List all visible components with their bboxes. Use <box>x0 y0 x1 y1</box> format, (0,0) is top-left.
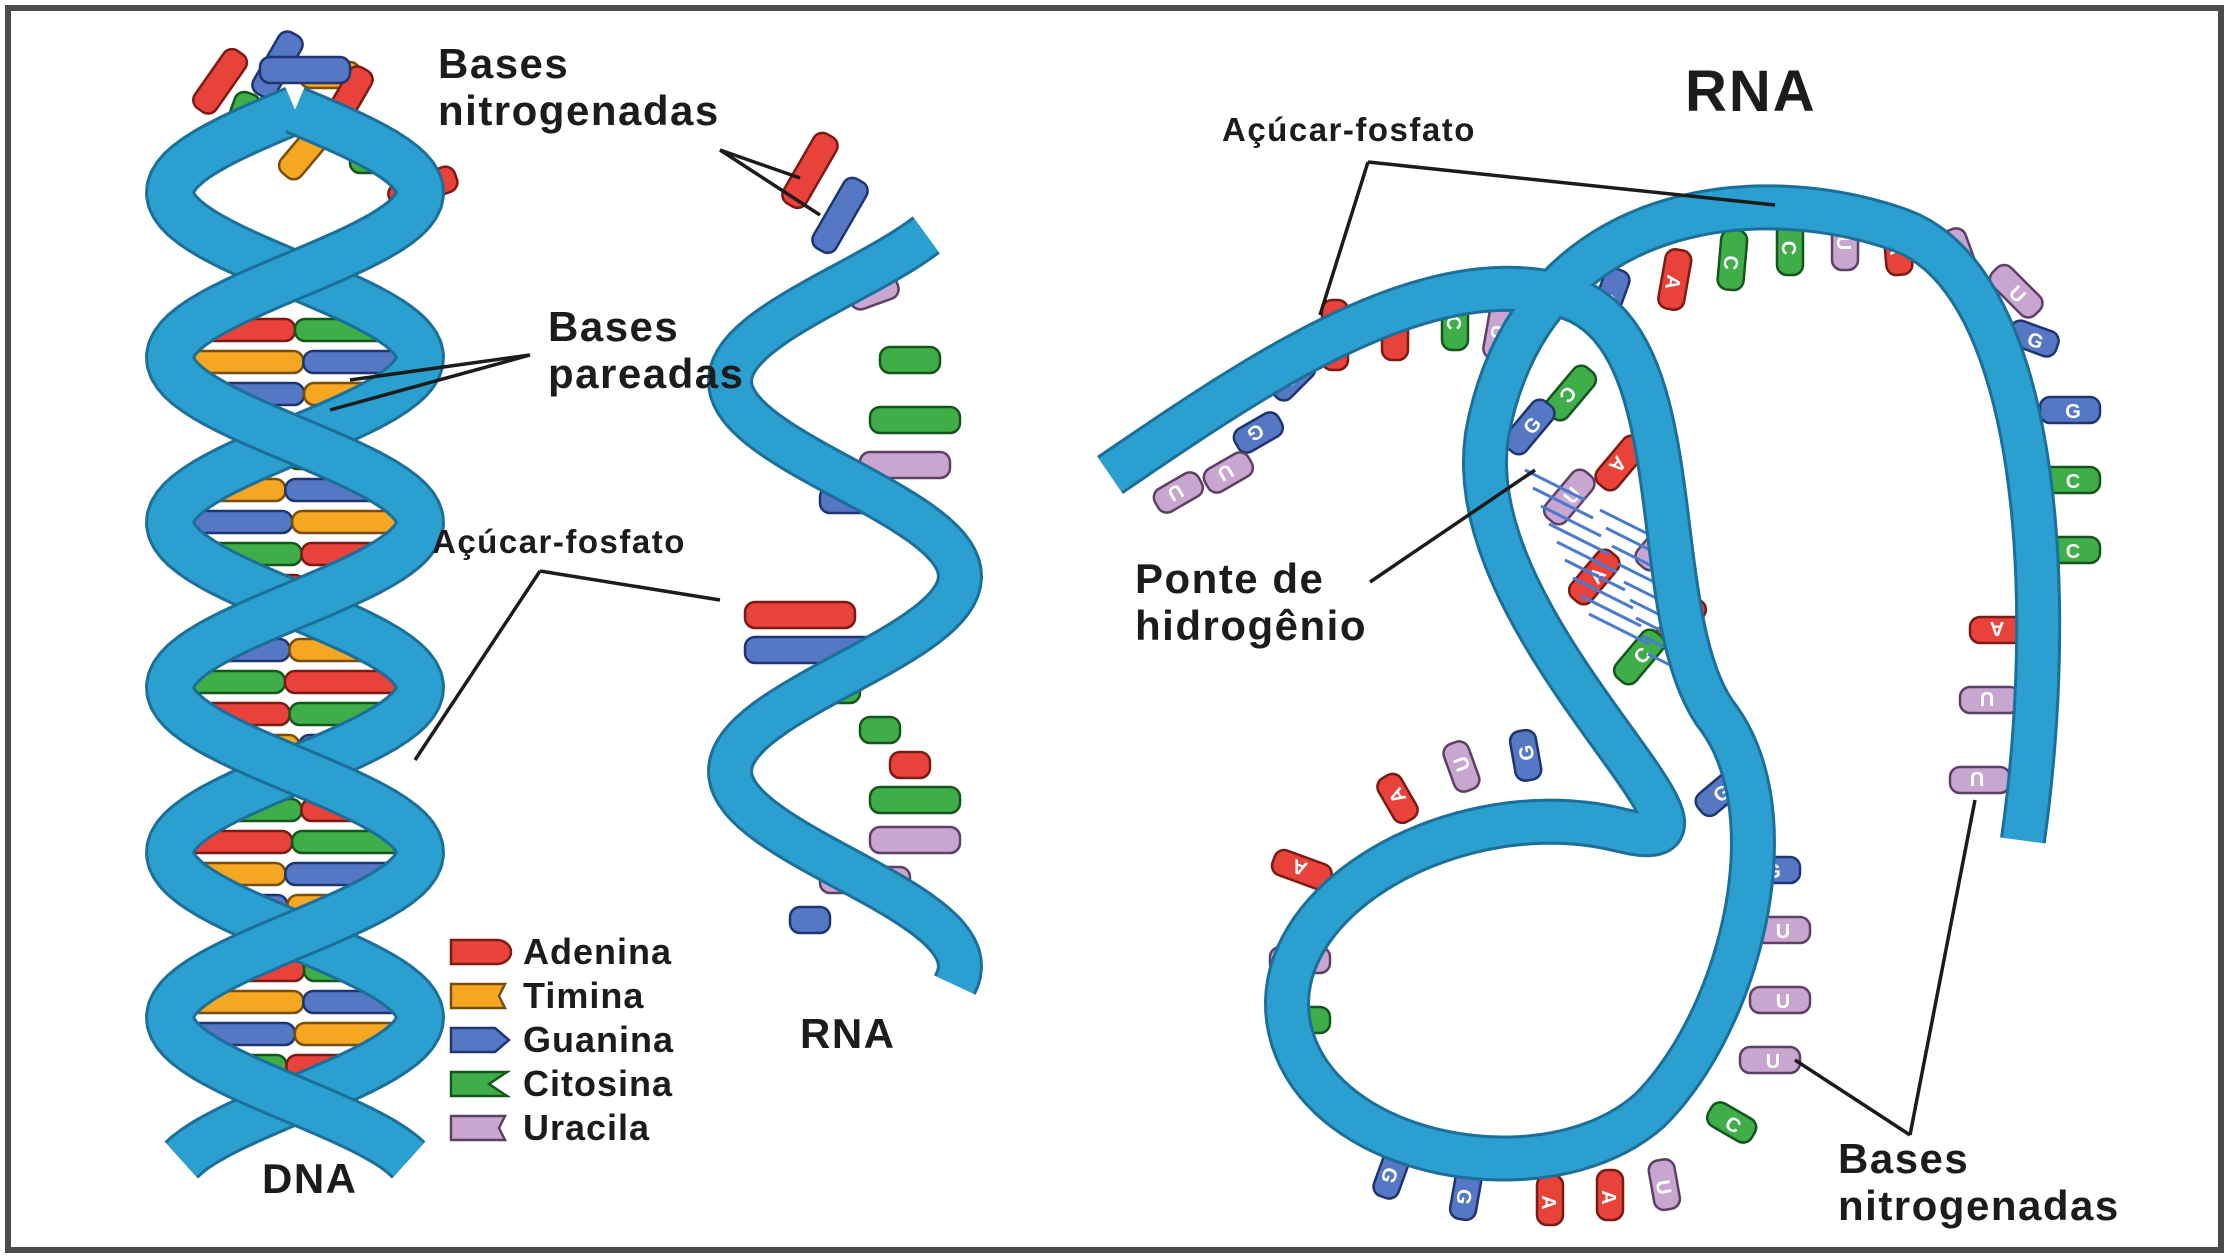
rna-strand-base <box>779 129 842 211</box>
rna-strand-base <box>790 907 830 933</box>
dna-double-helix <box>170 28 460 1160</box>
rna-fold-base: C <box>1610 626 1668 689</box>
label-line: hidrogênio <box>1135 602 1367 649</box>
label-line: Ponte de <box>1135 555 1367 602</box>
base-legend: Adenina Timina Guanina Citosina Uracila <box>445 930 674 1150</box>
label-line: Bases <box>1838 1135 2120 1182</box>
rna-fold-base-letter: C <box>1719 255 1742 271</box>
rna-strand-base-body <box>870 827 960 853</box>
legend-label: Adenina <box>523 931 672 973</box>
rna-fold-base-letter: U <box>1980 687 1994 709</box>
rna-strand-base <box>745 602 855 628</box>
label-ponte-de-hidrogenio: Ponte de hidrogênio <box>1135 555 1367 649</box>
title-rna-right: RNA <box>1685 60 1817 125</box>
rna-fold-base: U <box>1441 739 1483 795</box>
legend-label: Uracila <box>523 1107 650 1149</box>
rna-fold-base-letter: U <box>1776 991 1790 1013</box>
legend-item-uracila: Uracila <box>445 1106 674 1150</box>
uracila-swatch-icon <box>445 1112 515 1144</box>
rna-strand-base <box>870 407 960 433</box>
legend-label: Citosina <box>523 1063 673 1105</box>
rna-fold-base-letter: C <box>1777 241 1799 255</box>
rna-fold-base-letter: C <box>2066 471 2080 493</box>
label-line: pareadas <box>548 350 744 397</box>
rna-strand-base <box>880 347 940 373</box>
rna-strand-base-body <box>779 129 842 211</box>
rna-fold-base: U <box>1200 449 1256 497</box>
legend-label: Guanina <box>523 1019 674 1061</box>
rna-strand-base <box>890 752 930 778</box>
rna-fold-base-letter: U <box>1766 1051 1780 1073</box>
label-bases-nitrogenadas-top: Bases nitrogenadas <box>438 40 720 134</box>
rna-fold-base: U <box>1647 1158 1681 1212</box>
rna-fold-base: C <box>1717 229 1748 291</box>
rna-fold-base: C <box>1704 1099 1760 1147</box>
label-bases-nitrogenadas-bottom: Bases nitrogenadas <box>1838 1135 2120 1229</box>
leader-bases-bottom-1 <box>1910 800 1975 1135</box>
rna-fold-base: U <box>1150 469 1206 517</box>
leader-bases-nitrogenadas-2 <box>720 150 800 178</box>
rna-fold-backbone <box>1110 207 2038 1158</box>
adenina-swatch-icon <box>445 936 515 968</box>
rna-fold-base-letter: A <box>1537 1195 1559 1209</box>
timina-swatch-icon <box>445 980 515 1012</box>
caption-rna-left: RNA <box>800 1010 896 1057</box>
rna-fold-base: U <box>1950 767 2010 793</box>
rna-fold-base-letter: U <box>1970 767 1984 789</box>
legend-item-citosina: Citosina <box>445 1062 674 1106</box>
label-line: Bases <box>548 303 744 350</box>
rna-fold-base: U <box>1960 687 2020 713</box>
rna-single-strand <box>730 129 960 985</box>
hydrogen-bond-line <box>1549 524 1609 554</box>
dna-loose-base-body <box>260 57 350 83</box>
rna-strand-base <box>870 787 960 813</box>
rna-fold-base: G <box>1509 729 1543 783</box>
leader-bases-bottom-2 <box>1795 1060 1910 1135</box>
rna-strand-base-body <box>890 752 930 778</box>
label-line: nitrogenadas <box>438 87 720 134</box>
label-line: nitrogenadas <box>1838 1182 2120 1229</box>
rna-fold-base-letter: A <box>1990 617 2004 639</box>
leader-acucar-rna-2 <box>1368 162 1775 205</box>
rna-fold-base: U <box>1740 1047 1800 1073</box>
rna-fold-base-letter: A <box>1597 1190 1619 1204</box>
rna-fold-base: A <box>1537 1175 1563 1225</box>
rna-fold-base: U <box>1750 987 1810 1013</box>
rna-strand-base-body <box>790 907 830 933</box>
label-acucar-fosfato-dna: Açúcar-fosfato <box>432 524 686 561</box>
leader-acucar-dna-2 <box>540 571 720 600</box>
citosina-swatch-icon <box>445 1068 515 1100</box>
rna-fold-base: A <box>1374 770 1422 826</box>
rna-strand-base-body <box>870 407 960 433</box>
rna-strand-base <box>870 827 960 853</box>
guanina-swatch-icon <box>445 1024 515 1056</box>
rna-fold-base-letter: C <box>2066 541 2080 563</box>
leader-acucar-rna-1 <box>1320 162 1368 315</box>
rna-fold-base-letter: U <box>1776 921 1790 943</box>
caption-dna: DNA <box>262 1155 358 1202</box>
rna-strand-base-body <box>745 602 855 628</box>
dna-loose-base <box>260 57 350 83</box>
rna-fold-base: A <box>1597 1170 1623 1220</box>
rna-strand-base-body <box>870 787 960 813</box>
legend-item-guanina: Guanina <box>445 1018 674 1062</box>
legend-item-timina: Timina <box>445 974 674 1018</box>
label-bases-pareadas: Bases pareadas <box>548 303 744 397</box>
label-line: Bases <box>438 40 720 87</box>
legend-label: Timina <box>523 975 644 1017</box>
label-acucar-fosfato-rna: Açúcar-fosfato <box>1222 112 1476 149</box>
rna-strand-base <box>860 717 900 743</box>
rna-fold-base: G <box>2040 397 2100 423</box>
rna-folded-strand: AACUGGUUGACCUAUUGCAUAGUACGCCAUUGGUUUCUAA… <box>1110 207 2100 1225</box>
rna-strand-base-body <box>880 347 940 373</box>
rna-strand-base-body <box>860 717 900 743</box>
rna-fold-base-letter: G <box>2065 401 2081 423</box>
legend-item-adenina: Adenina <box>445 930 674 974</box>
rna-fold-base: A <box>1657 248 1693 312</box>
